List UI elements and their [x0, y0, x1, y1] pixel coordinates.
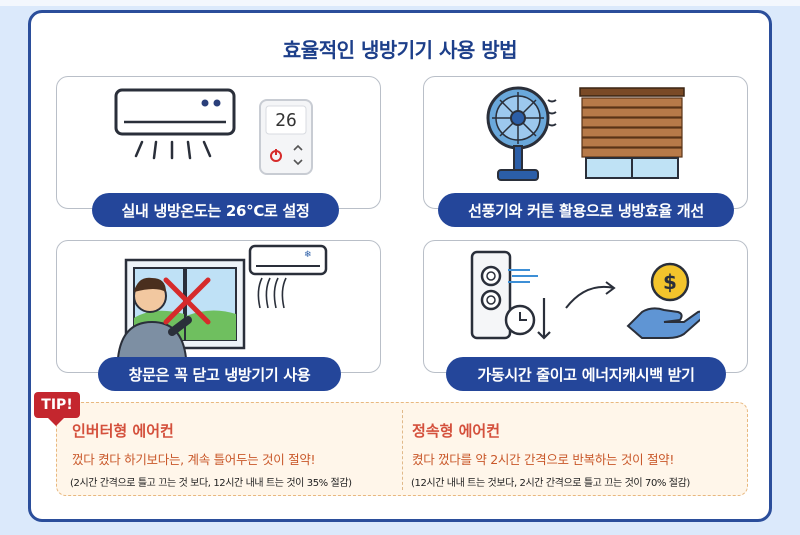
caption-temperature: 실내 냉방온도는 26°C로 설정 — [92, 193, 339, 227]
svg-text:❄: ❄ — [304, 250, 312, 260]
top-strip — [0, 0, 800, 6]
clock-icon — [504, 269, 551, 340]
caption-cashback: 가동시간 줄이고 에너지캐시백 받기 — [446, 357, 726, 391]
tip-badge: TIP! — [34, 392, 80, 426]
dollar-coin-icon: $ — [650, 262, 690, 302]
money-hand-icon — [626, 307, 700, 339]
tower-ac-icon — [470, 250, 512, 340]
tip-left-note: (2시간 간격으로 틀고 끄는 것 보다, 12시간 내내 트는 것이 35% … — [70, 478, 352, 489]
tip-divider — [402, 410, 403, 490]
tip-left-heading: 인버터형 에어컨 — [72, 422, 174, 440]
page-title: 효율적인 냉방기기 사용 방법 — [282, 38, 518, 62]
svg-text:$: $ — [663, 270, 677, 294]
tip-right-text: 켰다 껐다를 약 2시간 간격으로 반복하는 것이 절약! — [412, 452, 675, 467]
thermostat-icon — [259, 99, 313, 175]
person-icon — [116, 277, 192, 358]
tip-left-text: 껐다 켰다 하기보다는, 계속 틀어두는 것이 절약! — [72, 452, 316, 467]
arrow-icon — [565, 281, 616, 309]
tip-right-heading: 정속형 에어컨 — [412, 422, 501, 440]
fan-icon — [486, 86, 557, 181]
blinds-icon — [579, 87, 685, 179]
caption-window: 창문은 꼭 닫고 냉방기기 사용 — [98, 357, 341, 391]
tip-right-note: (12시간 내내 트는 것보다, 2시간 간격으로 틀고 끄는 것이 70% 절… — [411, 478, 690, 489]
x-mark-icon — [163, 277, 211, 325]
air-conditioner-icon — [114, 88, 236, 160]
caption-fan-curtain: 선풍기와 커튼 활용으로 냉방효율 개선 — [438, 193, 734, 227]
wall-ac-icon: ❄ — [248, 244, 328, 309]
thermostat-display: 26 — [275, 110, 297, 131]
